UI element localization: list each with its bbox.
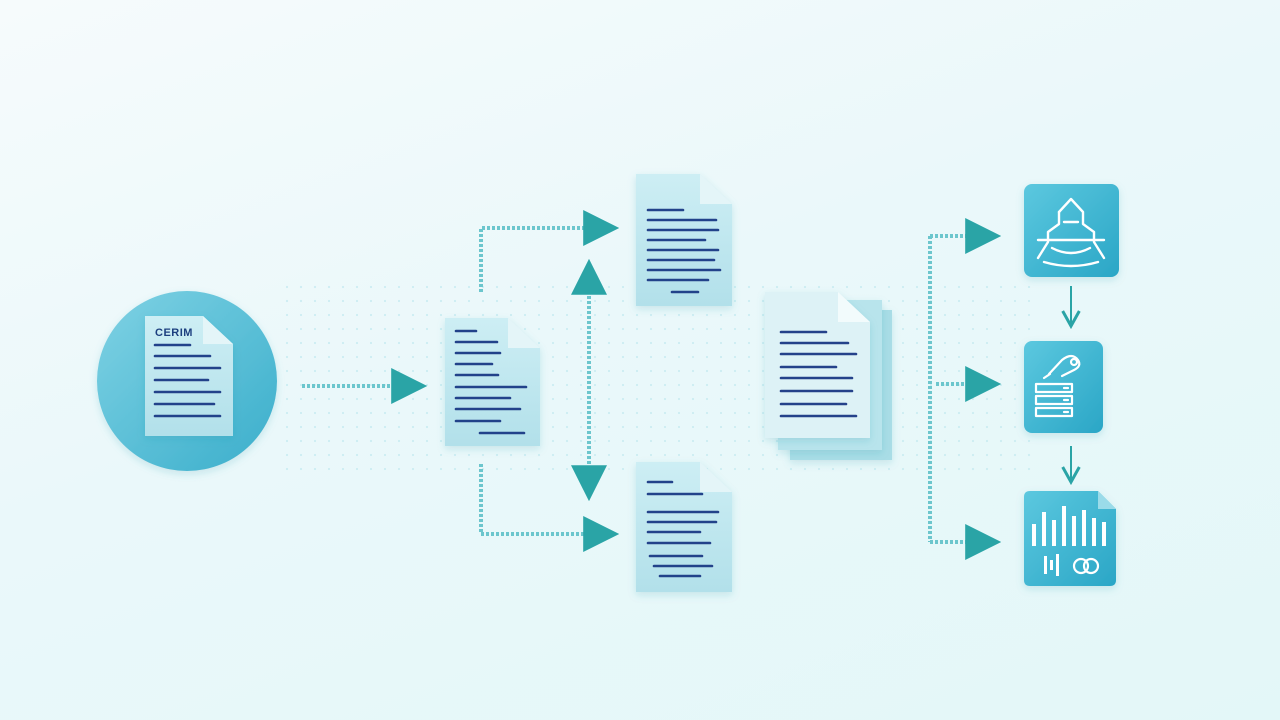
source-document-icon: CERIM: [145, 316, 233, 436]
output-tile-chart: [1024, 491, 1116, 586]
output-tile-ship: [1024, 184, 1119, 277]
center-document-icon: [445, 318, 540, 446]
connector-to-bottom-document: [479, 464, 620, 552]
source-document-title: CERIM: [155, 327, 193, 339]
top-document-icon: [636, 174, 732, 306]
ship-icon: [1036, 197, 1106, 268]
dot-grid-backdrop: [280, 280, 1040, 480]
stacked-documents-icon: [765, 292, 892, 460]
bottom-document-icon: [636, 462, 732, 592]
bar-chart-document-icon: [1032, 506, 1106, 576]
source-node: CERIM: [97, 291, 277, 471]
output-tile-tools: [1024, 341, 1103, 433]
server-tool-icon: [1034, 354, 1081, 418]
connector-to-top-document: [479, 210, 620, 292]
